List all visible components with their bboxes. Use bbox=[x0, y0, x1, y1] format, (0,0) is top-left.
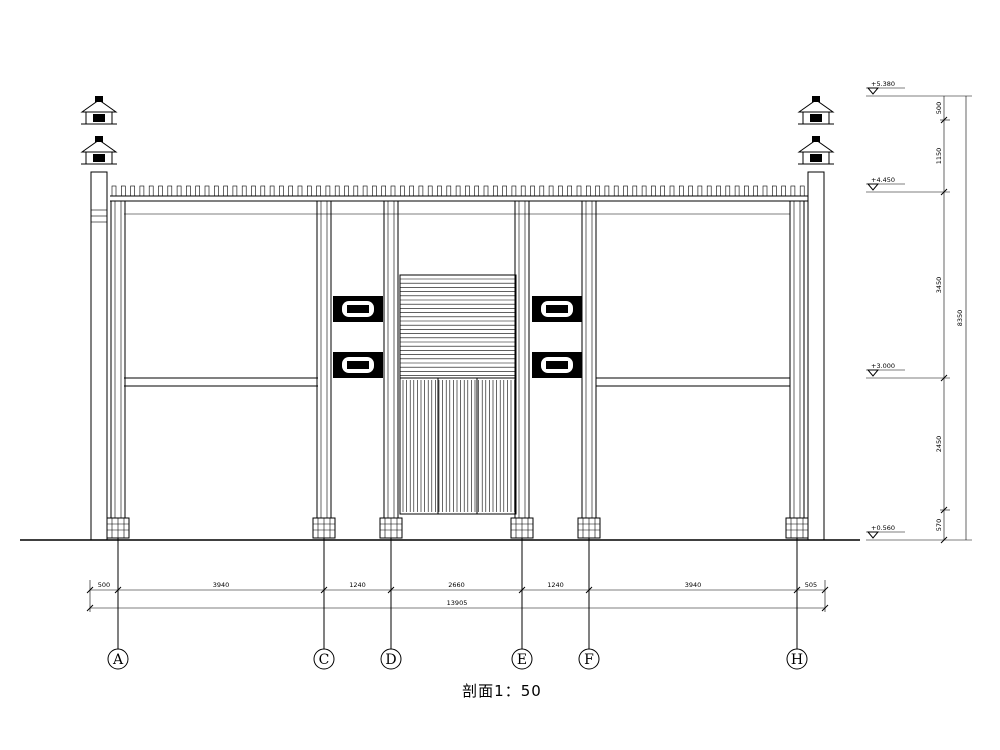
axis-bubble bbox=[578, 648, 600, 670]
vertical-dimension-label: 2450 bbox=[935, 436, 943, 453]
elevation-label: +3.000 bbox=[871, 362, 895, 370]
column-H bbox=[785, 201, 809, 649]
elevation-label: +0.560 bbox=[871, 524, 895, 532]
drawing-title: 剖面1：50 bbox=[462, 682, 542, 700]
elevation-scale: +5.380 +4.450 +3.000 +0.560 500 1150 3450 2450… bbox=[866, 80, 972, 544]
horizontal-dimension-label: 1240 bbox=[547, 581, 564, 589]
columns bbox=[106, 201, 809, 649]
column-A bbox=[106, 201, 130, 649]
axis-label: F bbox=[584, 652, 594, 668]
total-dimension-label: 13905 bbox=[447, 599, 468, 607]
vertical-dimension-label: 1150 bbox=[935, 148, 943, 165]
horizontal-dimension-label: 3940 bbox=[213, 581, 230, 589]
vertical-dimension-label: 3450 bbox=[935, 277, 943, 294]
right-lantern-cap bbox=[797, 96, 835, 165]
vertical-dimension-label: 500 bbox=[935, 102, 943, 114]
roof-beam bbox=[110, 185, 808, 215]
elevation-label: +5.380 bbox=[871, 80, 895, 88]
horizontal-dimension-label: 500 bbox=[98, 581, 110, 589]
decorative-plaques bbox=[333, 296, 582, 378]
vertical-total-label: 8350 bbox=[956, 310, 964, 327]
right-end-post bbox=[807, 171, 825, 541]
horizontal-dimension-label: 3940 bbox=[685, 581, 702, 589]
axis-bubble bbox=[786, 648, 808, 670]
horizontal-dimension-label: 2660 bbox=[448, 581, 465, 589]
left-lantern-cap bbox=[80, 96, 118, 165]
axis-label: H bbox=[791, 652, 803, 668]
column-E bbox=[510, 201, 534, 649]
center-door bbox=[399, 274, 517, 515]
vertical-dimension-label: 570 bbox=[935, 519, 943, 531]
horizontal-dimension-label: 1240 bbox=[349, 581, 366, 589]
axis-label: A bbox=[112, 652, 124, 668]
axis-bubble bbox=[107, 648, 129, 670]
left-end-post bbox=[90, 171, 108, 541]
axis-bubble bbox=[511, 648, 533, 670]
axis-bubble bbox=[380, 648, 402, 670]
column-D bbox=[379, 201, 403, 649]
mid-beam bbox=[124, 377, 790, 387]
axis-label: D bbox=[385, 652, 396, 668]
axis-label: C bbox=[319, 652, 330, 668]
horizontal-dimensions: 500 3940 1240 2660 1240 3940 505 13905 bbox=[86, 580, 829, 612]
elevation-label: +4.450 bbox=[871, 176, 895, 184]
axis-label: E bbox=[517, 652, 527, 668]
axis-bubble bbox=[313, 648, 335, 670]
horizontal-dimension-label: 505 bbox=[805, 581, 817, 589]
